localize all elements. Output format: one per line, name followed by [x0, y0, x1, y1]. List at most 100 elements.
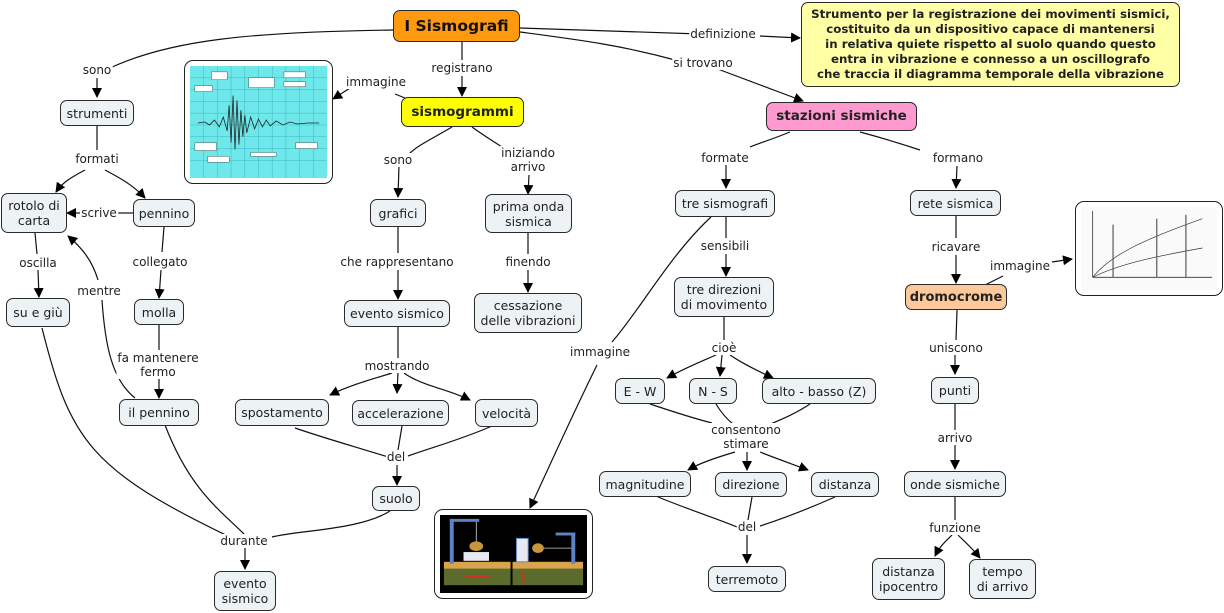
label-formati: formati — [74, 152, 120, 166]
label-sensibili: sensibili — [699, 239, 751, 253]
label-fa-mantenere-fermo: fa mantenere fermo — [116, 351, 200, 379]
link-magnitudine-del — [657, 496, 738, 528]
node-velocita[interactable]: velocità — [475, 399, 538, 427]
link-suolo-durante — [271, 510, 391, 538]
node-tre-direzioni[interactable]: tre direzioni di movimento — [674, 277, 774, 317]
link-rotolo-oscilla — [34, 232, 38, 255]
label-mentre: mentre — [76, 284, 122, 298]
node-evento-sismico[interactable]: evento sismico — [344, 300, 450, 327]
link-definizione-definition — [759, 32, 801, 43]
link-root-definizione — [519, 27, 701, 35]
node-molla[interactable]: molla — [134, 299, 184, 325]
link-sitrovano-stazioni — [714, 67, 804, 103]
label-finendo: finendo — [504, 255, 552, 269]
node-strumenti[interactable]: strumenti — [60, 100, 134, 126]
label-funzione: funzione — [928, 521, 982, 535]
link-pennino-collegato — [161, 226, 165, 253]
node-tre-sismografi[interactable]: tre sismografi — [675, 190, 775, 217]
label-si-trovano: si trovano — [672, 56, 734, 70]
label-del-terremoto: del — [736, 520, 758, 534]
link-sugiu-durante — [41, 327, 233, 539]
label-oscilla: oscilla — [18, 256, 58, 270]
label-registrano: registrano — [430, 61, 494, 75]
node-magnitudine[interactable]: magnitudine — [599, 471, 691, 497]
node-dromocrome[interactable]: dromocrome — [905, 284, 1007, 310]
node-il-pennino[interactable]: il pennino — [119, 399, 199, 426]
link-formati-pennino — [104, 169, 146, 199]
definition-node[interactable]: Strumento per la registrazione dei movim… — [801, 2, 1180, 87]
link-funzione-tempo — [957, 534, 981, 559]
link-direzione-del — [747, 496, 753, 521]
link-immagine-img — [332, 87, 351, 100]
link-immagine-graph — [1051, 255, 1073, 266]
link-ilpennino-durante — [164, 424, 246, 536]
link-immagine-apparatus — [529, 364, 598, 509]
link-spostamento-del — [294, 427, 389, 458]
link-tresismografi-immagine — [611, 216, 712, 343]
link-stazioni-formate — [749, 131, 791, 148]
link-ilpennino-mentre — [101, 299, 136, 399]
link-consentono-distanza — [759, 451, 809, 472]
node-stazioni-sismiche[interactable]: stazioni sismiche — [766, 102, 917, 131]
node-suolo[interactable]: suolo — [372, 486, 420, 511]
link-sono-grafici — [393, 164, 404, 198]
node-grafici[interactable]: grafici — [370, 199, 426, 227]
link-consentono-magnitudine — [687, 451, 736, 471]
node-rotolo-di-carta[interactable]: rotolo di carta — [1, 193, 67, 233]
node-punti[interactable]: punti — [931, 377, 979, 404]
label-collegato: collegato — [131, 255, 189, 269]
node-direzione[interactable]: direzione — [715, 472, 787, 497]
node-e-w[interactable]: E - W — [615, 378, 665, 404]
link-dromocrome-uniscono — [955, 309, 958, 341]
link-mostrando-accelerazione — [392, 372, 403, 394]
node-onde-sismiche[interactable]: onde sismiche — [904, 471, 1006, 497]
seismograph-apparatus-image[interactable] — [434, 509, 593, 599]
node-distanza[interactable]: distanza — [811, 472, 879, 497]
seismogram-graphic — [190, 66, 327, 178]
link-accelerazione-del — [397, 425, 403, 451]
link-sismogrammi-sono — [407, 126, 453, 156]
link-mentre-rotolo — [67, 235, 99, 281]
link-root-sitrovano — [519, 31, 676, 61]
node-evento-sismico-bottom[interactable]: evento sismico — [214, 571, 276, 611]
link-cioe-ew — [666, 354, 717, 379]
label-cioe: cioè — [710, 341, 738, 355]
node-distanza-ipocentro[interactable]: distanza ipocentro — [872, 558, 945, 600]
label-immagine-dromocrome: immagine — [988, 259, 1052, 273]
link-cioe-altobasso — [729, 354, 774, 379]
link-oscilla-sugiu — [33, 269, 44, 298]
label-iniziando-arrivo: iniziando arrivo — [500, 146, 556, 174]
link-formati-rotolo — [55, 169, 86, 193]
label-durante: durante — [219, 534, 269, 548]
node-n-s[interactable]: N - S — [689, 378, 737, 404]
label-consentono-stimare: consentono stimare — [710, 423, 782, 451]
label-uniscono: uniscono — [928, 341, 984, 355]
link-root-sono — [109, 29, 394, 69]
link-collegato-molla — [154, 269, 165, 299]
node-cessazione-vibrazioni[interactable]: cessazione delle vibrazioni — [474, 293, 582, 333]
link-mostrando-spostamento — [329, 372, 393, 396]
node-terremoto[interactable]: terremoto — [708, 566, 786, 592]
travel-time-curves-graphic — [1081, 207, 1217, 290]
node-prima-onda-sismica[interactable]: prima onda sismica — [485, 194, 572, 233]
label-arrivo: arrivo — [936, 431, 974, 445]
link-velocita-del — [407, 425, 493, 457]
link-formano-rete — [951, 165, 962, 189]
seismogram-image[interactable] — [184, 60, 333, 184]
link-distanza-del — [759, 496, 836, 527]
label-mostrando: mostrando — [363, 359, 431, 373]
node-rete-sismica[interactable]: rete sismica — [910, 190, 1001, 216]
label-immagine-apparatus: immagine — [568, 345, 632, 359]
node-su-e-giu[interactable]: su e giù — [6, 298, 70, 327]
node-accelerazione[interactable]: accelerazione — [352, 400, 449, 426]
root-node-i-sismografi[interactable]: I Sismografi — [393, 10, 520, 42]
node-tempo-di-arrivo[interactable]: tempo di arrivo — [969, 559, 1036, 599]
node-sismogrammi[interactable]: sismogrammi — [401, 97, 524, 127]
link-cioe-ns — [715, 354, 726, 377]
node-pennino[interactable]: pennino — [133, 199, 195, 227]
node-alto-basso[interactable]: alto - basso (Z) — [762, 378, 876, 404]
link-mostrando-velocita — [403, 372, 471, 401]
travel-time-curves-image[interactable] — [1075, 201, 1223, 296]
node-spostamento[interactable]: spostamento — [235, 399, 329, 426]
